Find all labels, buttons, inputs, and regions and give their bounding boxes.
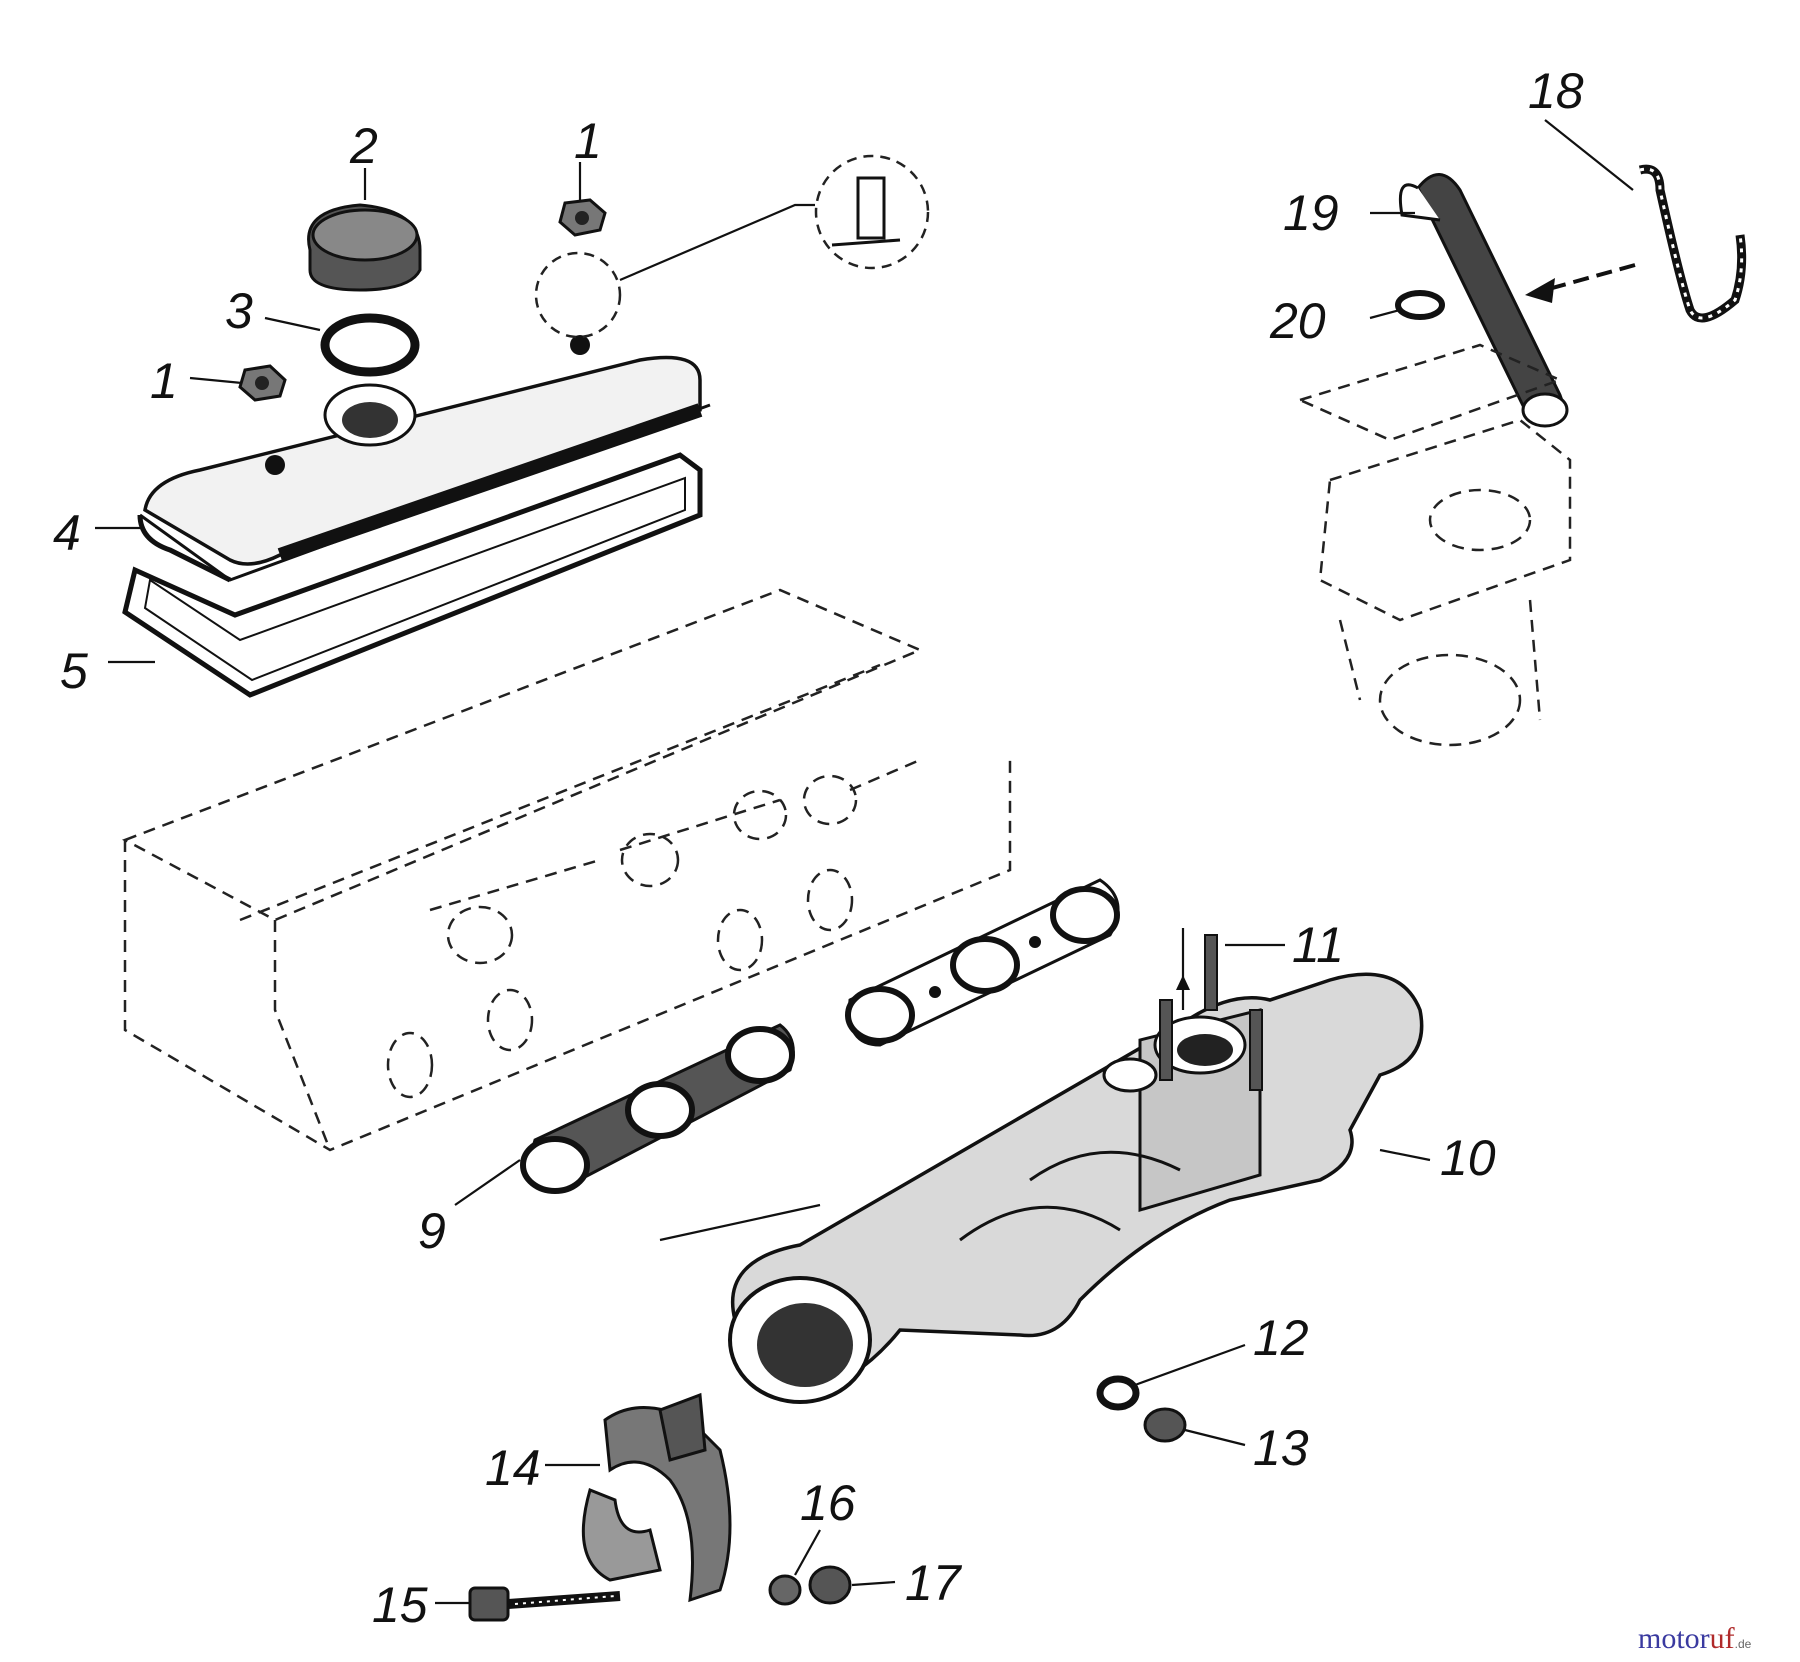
watermark-logo: motoruf.de bbox=[1638, 1622, 1752, 1655]
callout-1-left: 1 bbox=[150, 353, 178, 409]
callout-11: 11 bbox=[1292, 917, 1344, 973]
callout-10: 10 bbox=[1440, 1130, 1496, 1186]
intake-manifold bbox=[728, 972, 1424, 1404]
valve-cover-gasket bbox=[122, 452, 703, 698]
clamp-washer bbox=[768, 1574, 802, 1606]
cover-nut-right bbox=[558, 198, 607, 237]
callout-2: 2 bbox=[349, 118, 378, 174]
callout-16: 16 bbox=[800, 1475, 856, 1531]
pipe-clamp bbox=[581, 1392, 732, 1603]
leader-lines bbox=[95, 119, 1634, 1605]
manifold-nut bbox=[1143, 1407, 1187, 1443]
callout-labels: 1 2 3 1 4 5 9 10 11 12 13 14 15 16 17 18… bbox=[53, 63, 1584, 1633]
watermark-domain: .de bbox=[1735, 1637, 1752, 1651]
callout-3: 3 bbox=[225, 283, 253, 339]
svg-text:motoruf.de: motoruf.de bbox=[1638, 1622, 1752, 1655]
breather-pipe bbox=[1638, 164, 1747, 323]
breather-hose bbox=[1398, 173, 1569, 428]
callout-5: 5 bbox=[60, 643, 88, 699]
carburetor-outline bbox=[1296, 343, 1572, 747]
watermark-brand-a: motor bbox=[1638, 1622, 1710, 1655]
valve-cover bbox=[137, 335, 711, 583]
direction-arrow bbox=[1525, 263, 1636, 303]
clamp-nut bbox=[808, 1565, 852, 1605]
callout-14: 14 bbox=[485, 1440, 541, 1496]
oil-filler-cap bbox=[307, 203, 422, 292]
callout-1-top: 1 bbox=[574, 113, 602, 169]
cover-nut-left bbox=[238, 364, 287, 402]
callout-20: 20 bbox=[1269, 293, 1326, 349]
callout-17: 17 bbox=[905, 1555, 963, 1611]
watermark-brand-b: uf bbox=[1710, 1622, 1735, 1655]
cap-seal-ring bbox=[320, 313, 420, 377]
manifold-gasket-lower bbox=[520, 1023, 795, 1194]
clamp-bolt bbox=[468, 1586, 621, 1622]
callout-9: 9 bbox=[418, 1203, 446, 1259]
manifold-stud bbox=[1176, 928, 1218, 1011]
callout-4: 4 bbox=[53, 505, 81, 561]
hose-clamp bbox=[1395, 290, 1445, 320]
callout-19: 19 bbox=[1283, 185, 1339, 241]
callout-15: 15 bbox=[372, 1577, 428, 1633]
manifold-gasket-upper bbox=[845, 878, 1120, 1047]
callout-12: 12 bbox=[1253, 1310, 1309, 1366]
stud-detail-callout bbox=[534, 154, 930, 339]
manifold-washer bbox=[1096, 1375, 1140, 1411]
callout-13: 13 bbox=[1253, 1420, 1309, 1476]
callout-18: 18 bbox=[1528, 63, 1584, 119]
engine-block-outline bbox=[121, 588, 1012, 1152]
